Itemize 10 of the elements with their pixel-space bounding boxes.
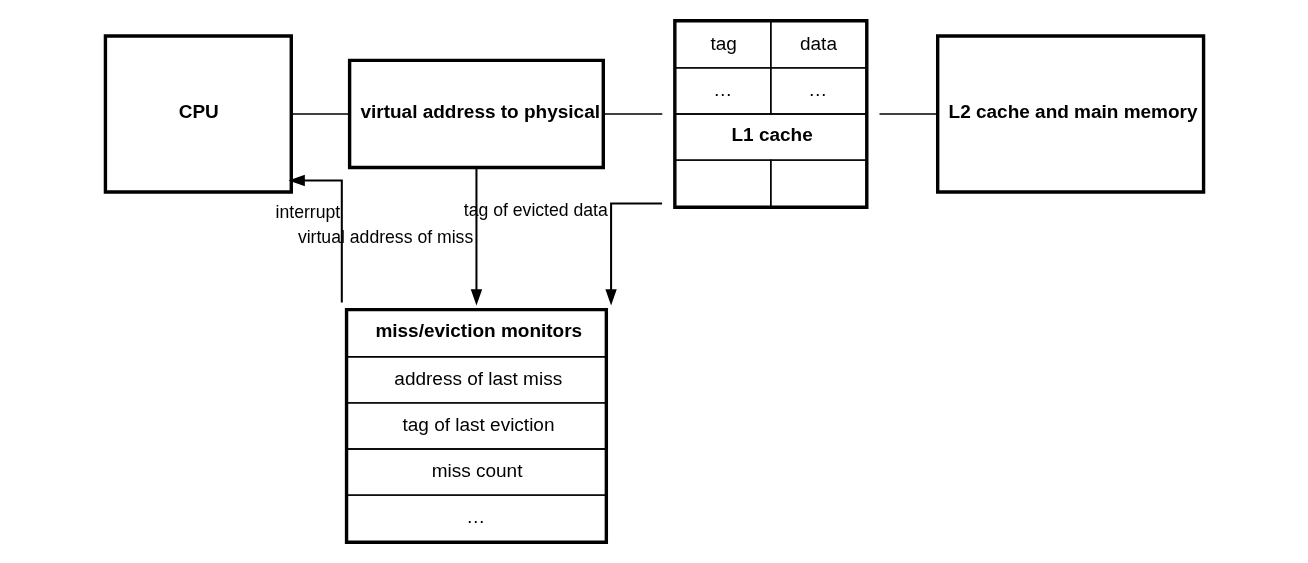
node-box: L2 cache and main memory [935, 34, 1205, 194]
connector [602, 113, 663, 115]
node-box: CPU [103, 34, 293, 194]
arrow [470, 167, 482, 306]
connector [290, 113, 350, 115]
arrow [604, 202, 662, 306]
node-box: virtual address to physical [347, 58, 605, 170]
connector [878, 113, 938, 115]
edge-label: interrupt [275, 201, 340, 222]
arrow [288, 174, 343, 303]
